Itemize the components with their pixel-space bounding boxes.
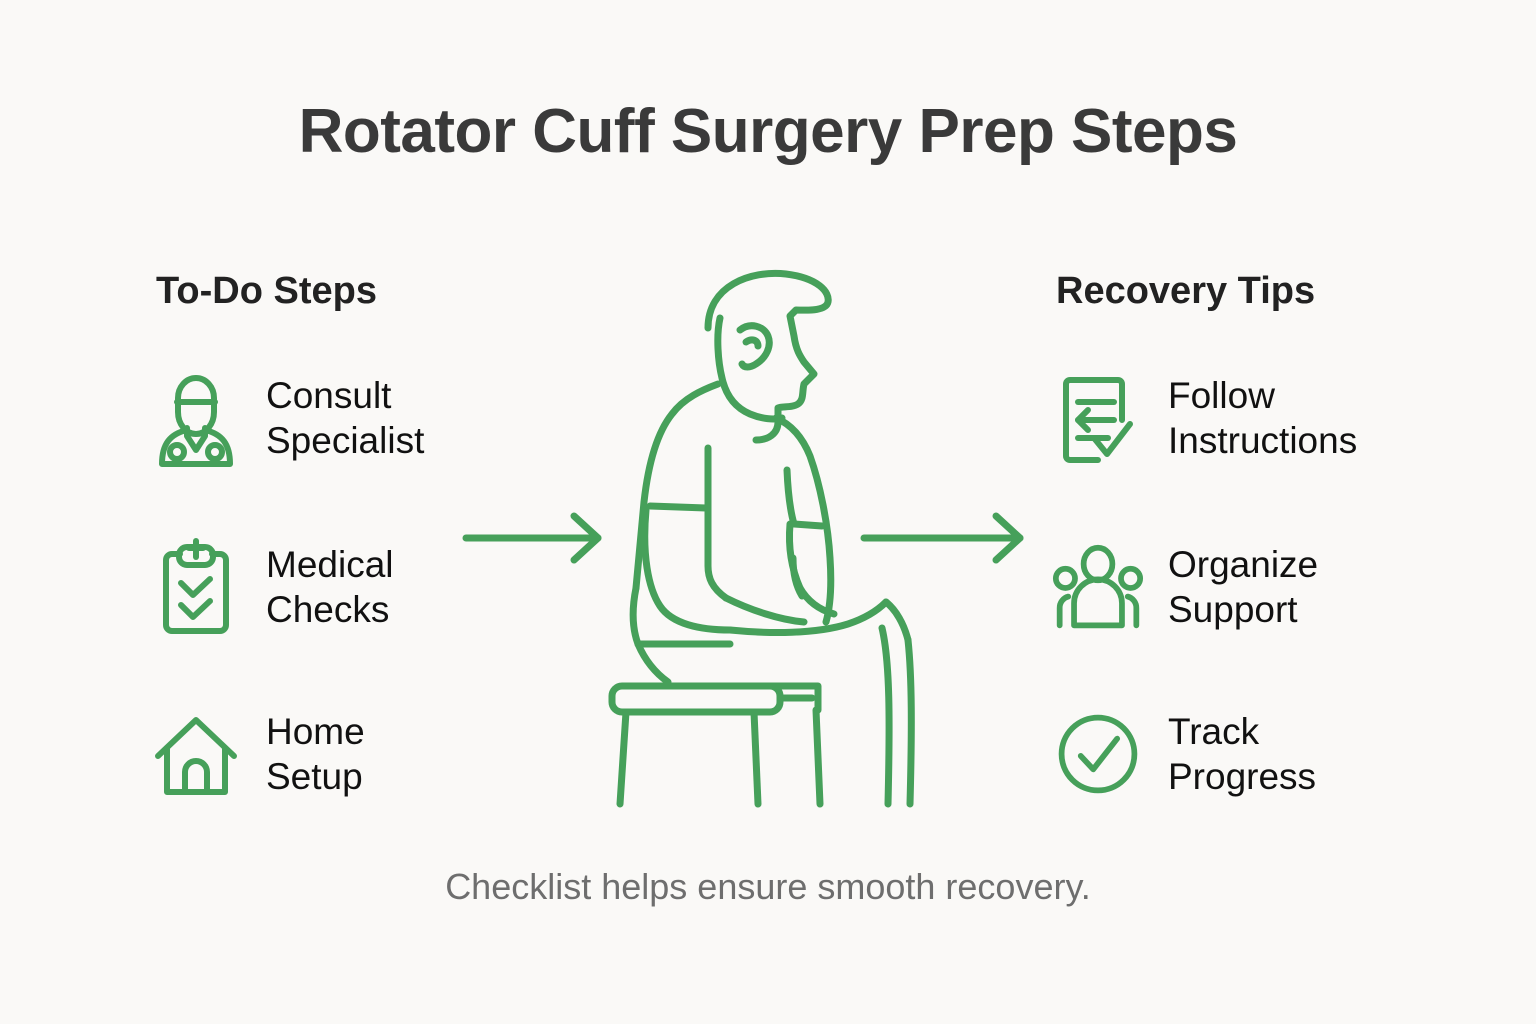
document-instructions-icon — [1052, 366, 1144, 470]
list-item-label: Follow Instructions — [1168, 374, 1358, 461]
page-title: Rotator Cuff Surgery Prep Steps — [298, 97, 1238, 166]
footer-note: Checklist helps ensure smooth recovery. — [445, 866, 1091, 907]
list-item-home-setup[interactable]: Home Setup — [150, 702, 365, 806]
list-item-consult-specialist[interactable]: Consult Specialist — [150, 366, 424, 470]
doctor-icon — [150, 366, 242, 470]
arrow-center-to-right — [860, 508, 1032, 568]
list-item-label: Organize Support — [1168, 543, 1319, 630]
list-item-medical-checks[interactable]: Medical Checks — [150, 535, 394, 639]
clipboard-check-icon — [150, 535, 242, 639]
list-item-label: Home Setup — [266, 710, 365, 797]
list-item-label: Consult Specialist — [266, 374, 425, 461]
list-item-label: Medical Checks — [266, 543, 394, 630]
list-item-organize-support[interactable]: Organize Support — [1052, 535, 1318, 639]
list-item-label: Track Progress — [1168, 710, 1317, 797]
arrow-left-to-center — [462, 508, 610, 568]
left-column-heading: To-Do Steps — [156, 270, 377, 312]
house-icon — [150, 702, 242, 806]
list-item-follow-instructions[interactable]: Follow Instructions — [1052, 366, 1357, 470]
list-item-track-progress[interactable]: Track Progress — [1052, 702, 1316, 806]
right-column-heading: Recovery Tips — [1056, 270, 1316, 312]
seated-person-on-stool-illustration — [590, 258, 950, 820]
people-group-icon — [1052, 535, 1144, 639]
circle-check-icon — [1052, 702, 1144, 806]
